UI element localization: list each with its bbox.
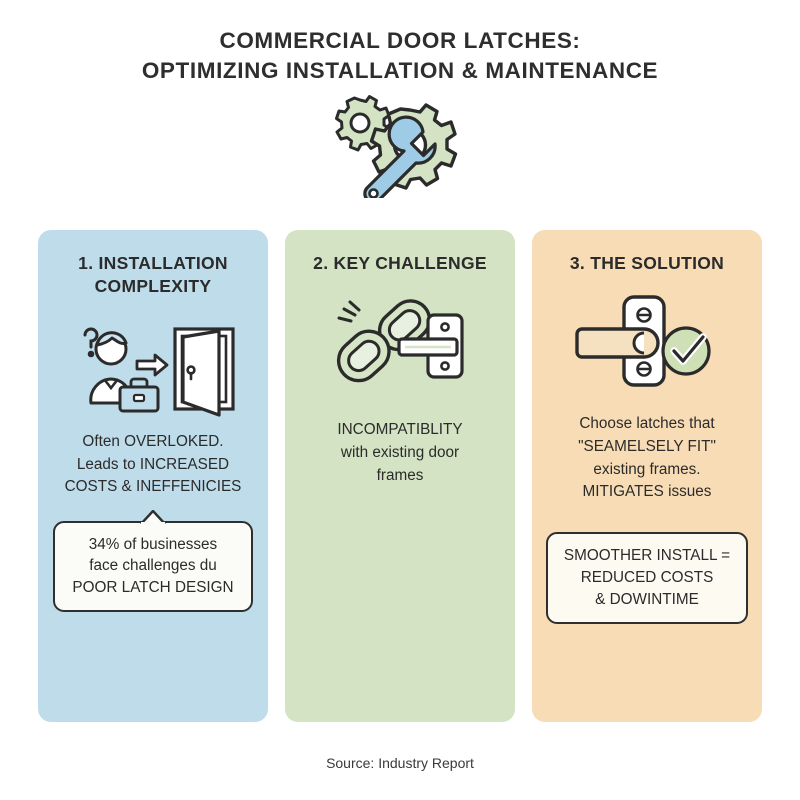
source-caption: Source: Industry Report	[326, 755, 474, 771]
outcome-line-1: SMOOTHER INSTALL =	[563, 546, 731, 564]
callout-line-2: face challenges du	[89, 557, 217, 575]
panel-2-body-line-1: INCOMPATIBLITY	[337, 421, 463, 439]
panel-2-heading-line-1: 2. KEY CHALLENGE	[313, 253, 487, 273]
panel-3-body-line-1: Choose latches that	[579, 415, 715, 433]
panel-1-body: Often OVERLOKED. Leads to INCREASED COST…	[63, 431, 244, 499]
panel-3-body-line-3: existing frames.	[593, 460, 701, 478]
panel-1-body-line-2: Leads to INCREASED	[76, 455, 230, 473]
panel-2-heading: 2. KEY CHALLENGE	[313, 252, 487, 275]
panel-3-body-line-4: MITIGATES issues	[582, 483, 712, 501]
panel-row: 1. INSTALLATION COMPLEXITY	[38, 230, 762, 722]
outcome-line-3: & DOWINTIME	[595, 591, 699, 609]
panel-key-challenge[interactable]: 2. KEY CHALLENGE	[285, 230, 515, 722]
panel-2-body: INCOMPATIBLITY with existing door frames	[335, 419, 464, 487]
panel-1-body-line-1: Often OVERLOKED.	[82, 432, 224, 450]
panel-1-heading-line-2: COMPLEXITY	[94, 276, 212, 297]
panel-2-body-line-3: frames	[376, 466, 424, 484]
title-line-2: OPTIMIZING INSTALLATION & MAINTENANCE	[141, 57, 659, 83]
panel-3-body-line-2: "SEAMELSELY FIT"	[578, 438, 716, 456]
panel-1-heading: 1. INSTALLATION COMPLEXITY	[78, 252, 228, 299]
person-question-door-icon	[63, 309, 243, 421]
panel-installation-complexity[interactable]: 1. INSTALLATION COMPLEXITY	[38, 230, 268, 722]
panel-3-heading: 3. THE SOLUTION	[570, 252, 724, 275]
panel-2-body-line-2: with existing door	[340, 444, 460, 462]
broken-chain-strike-plate-icon	[315, 285, 485, 397]
panel-the-solution[interactable]: 3. THE SOLUTION Cho	[532, 230, 762, 722]
callout-tail	[140, 509, 166, 524]
statistic-callout: 34% of businesses face challenges du POO…	[53, 509, 253, 612]
panel-3-heading-line-1: 3. THE SOLUTION	[569, 253, 725, 273]
solution-outcome-box: SMOOTHER INSTALL = REDUCED COSTS & DOWIN…	[546, 531, 748, 625]
panel-3-body: Choose latches that "SEAMELSELY FIT" exi…	[576, 413, 718, 504]
callout-line-3: POOR LATCH DESIGN	[72, 579, 234, 597]
callout-line-1: 34% of businesses	[88, 535, 218, 553]
title-line-1: COMMERCIAL DOOR LATCHES:	[219, 28, 581, 53]
outcome-line-2: REDUCED COSTS	[580, 569, 714, 587]
gears-and-wrench-icon	[0, 93, 800, 199]
panel-1-heading-line-1: 1. INSTALLATION	[78, 253, 228, 273]
latch-plate-checkmark-icon	[572, 285, 722, 397]
page-title: COMMERCIAL DOOR LATCHES: OPTIMIZING INST…	[0, 0, 800, 85]
panel-1-body-line-3: COSTS & INEFFENICIES	[64, 478, 242, 496]
